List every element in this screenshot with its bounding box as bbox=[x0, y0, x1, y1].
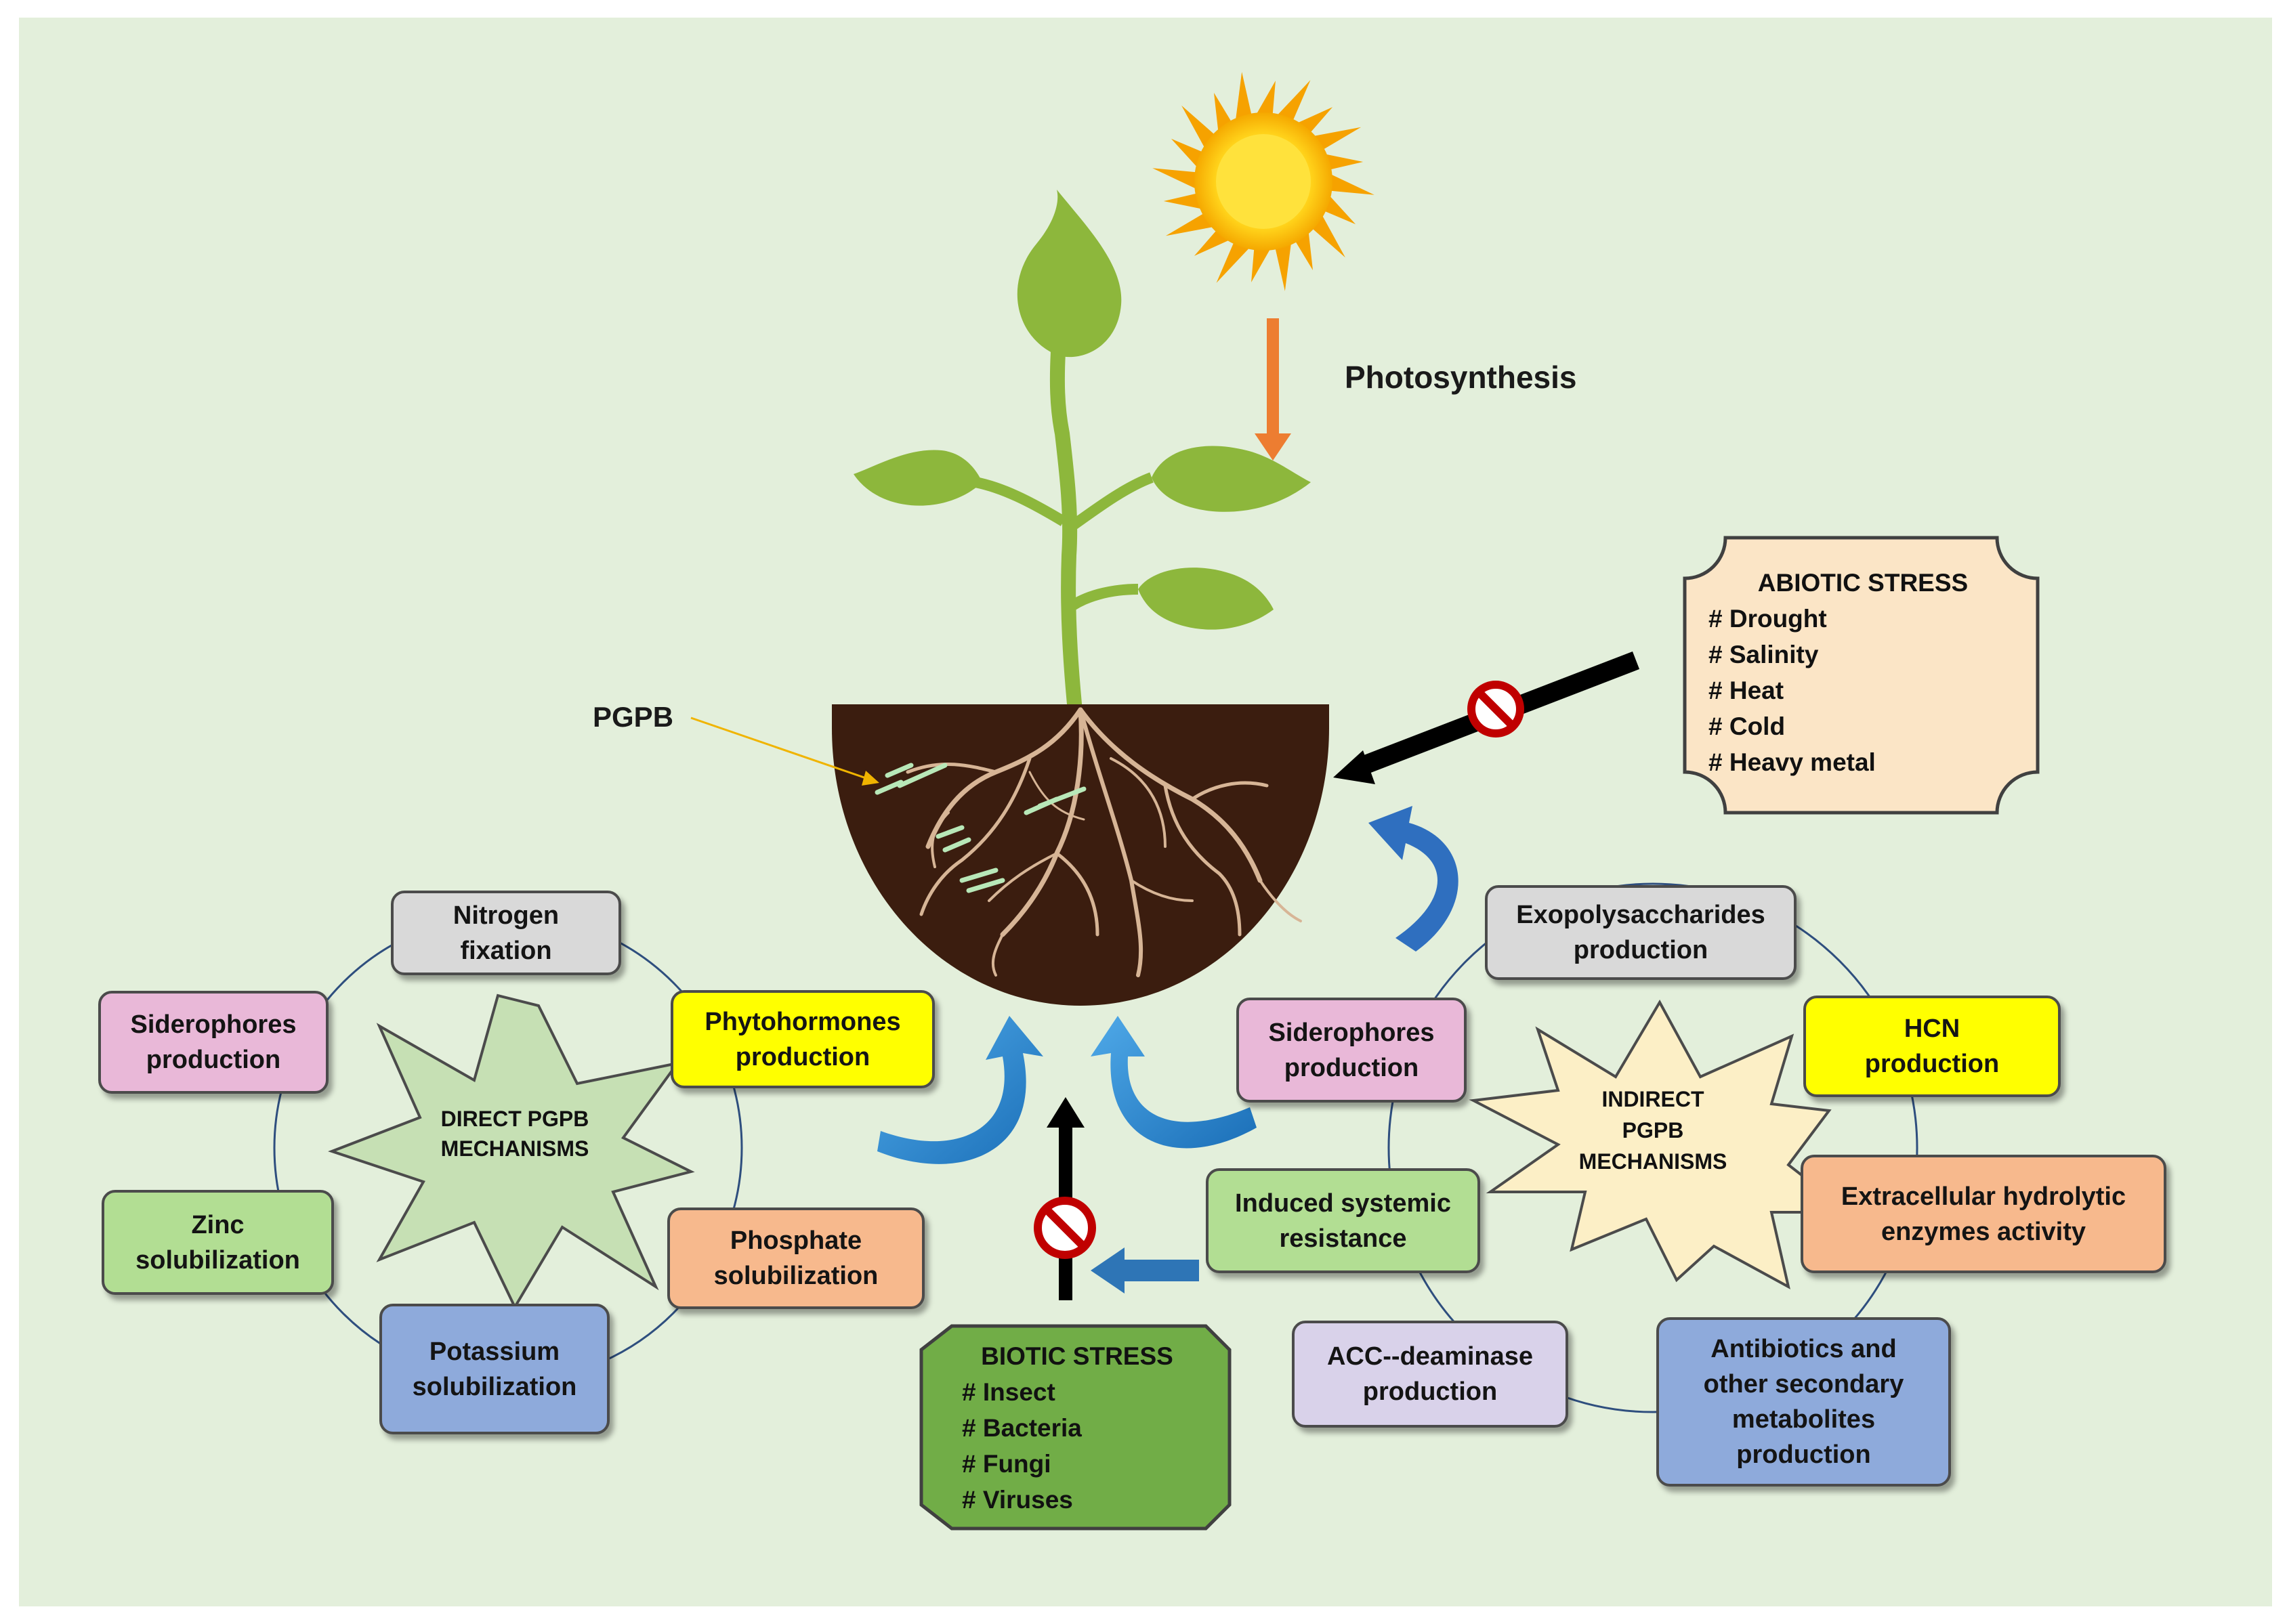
soil-pot bbox=[832, 704, 1329, 1006]
phosphate-solubilization-box: Phosphate solubilization bbox=[667, 1208, 925, 1309]
abiotic-item: # Heat bbox=[1708, 677, 1784, 704]
biotic-stress-title: BIOTIC STRESS bbox=[981, 1342, 1173, 1370]
isr-to-biotic-arrow bbox=[1091, 1247, 1199, 1294]
potassium-solubilization-box: Potassium solubilization bbox=[379, 1304, 610, 1434]
hcn-production-box: HCN production bbox=[1803, 996, 2061, 1097]
siderophores-direct-box: Siderophores production bbox=[98, 991, 329, 1094]
sun-ray bbox=[1165, 211, 1217, 236]
sun-ray bbox=[1309, 127, 1362, 152]
no-symbol-icon bbox=[1467, 681, 1524, 738]
phytohormones-box: Phytohormones production bbox=[671, 990, 935, 1088]
pgpb-label: PGPB bbox=[593, 701, 674, 733]
sun-ray bbox=[1251, 245, 1273, 282]
direct-starburst bbox=[328, 993, 695, 1310]
no-symbol-icon bbox=[1034, 1197, 1096, 1259]
acc-deaminase-box: ACC--deaminase production bbox=[1292, 1321, 1568, 1428]
direct-mechanisms-label: DIRECT PGPB MECHANISMS bbox=[440, 1107, 589, 1161]
sun-ray bbox=[1163, 192, 1206, 210]
hydrolytic-enzymes-box: Extracellular hydrolytic enzymes activit… bbox=[1801, 1155, 2166, 1273]
sun-ray bbox=[1321, 192, 1356, 225]
curved-arrow-left bbox=[877, 1016, 1043, 1164]
abiotic-item: # Salinity bbox=[1708, 641, 1819, 668]
nitrogen-fixation-box: Nitrogen fixation bbox=[391, 891, 621, 975]
biotic-stress-box bbox=[919, 1324, 1232, 1531]
indirect-starburst bbox=[1469, 999, 1853, 1289]
zinc-solubilization-box: Zinc solubilization bbox=[102, 1190, 334, 1295]
abiotic-stress-title: ABIOTIC STRESS bbox=[1757, 569, 1969, 597]
sun-ray bbox=[1327, 172, 1374, 195]
photosynthesis-label: Photosynthesis bbox=[1345, 360, 1577, 395]
sun-ray bbox=[1274, 239, 1292, 291]
sun-ray bbox=[1181, 105, 1217, 152]
biotic-item: # Viruses bbox=[962, 1486, 1073, 1514]
sun-icon bbox=[1152, 72, 1374, 291]
pgpb-pointer-arrow bbox=[690, 717, 879, 786]
plant-icon bbox=[854, 190, 1311, 725]
sun-ray bbox=[1254, 81, 1276, 118]
antibiotics-box: Antibiotics and other secondary metaboli… bbox=[1656, 1317, 1951, 1487]
sun-ray bbox=[1309, 211, 1345, 258]
abiotic-item: # Drought bbox=[1708, 605, 1827, 633]
indirect-mechanisms-label: INDIRECT PGPB MECHANISMS bbox=[1578, 1087, 1727, 1174]
sun-ray bbox=[1152, 168, 1200, 191]
indirect-cycle-ring bbox=[1387, 882, 1918, 1413]
abiotic-item: # Heavy metal bbox=[1708, 748, 1876, 776]
induced-systemic-resistance-box: Induced systemic resistance bbox=[1206, 1168, 1480, 1273]
biotic-stress-list: BIOTIC STRESS # Insect # Bacteria # Fung… bbox=[962, 1338, 1192, 1518]
abiotic-stress-list: ABIOTIC STRESS # Drought # Salinity # He… bbox=[1707, 565, 2019, 780]
pgpb-bacteria-icon bbox=[875, 763, 1087, 893]
abiotic-stress-items: # Drought # Salinity # Heat # Cold # Hea… bbox=[1707, 601, 2019, 780]
biotic-stress-items: # Insect # Bacteria # Fungi # Viruses bbox=[962, 1374, 1192, 1518]
curved-arrow-right bbox=[1091, 1016, 1257, 1149]
abiotic-item: # Cold bbox=[1708, 712, 1786, 740]
biotic-item: # Bacteria bbox=[962, 1414, 1082, 1442]
roots-icon bbox=[906, 707, 1302, 977]
siderophores-indirect-box: Siderophores production bbox=[1236, 998, 1467, 1103]
sun-ray bbox=[1216, 239, 1253, 283]
exopolysaccharides-box: Exopolysaccharides production bbox=[1485, 885, 1797, 980]
sun-ray bbox=[1171, 138, 1206, 171]
sun-ray bbox=[1321, 153, 1364, 171]
biotic-item: # Insect bbox=[962, 1378, 1055, 1406]
sun-ray bbox=[1235, 72, 1253, 124]
abiotic-stress-box bbox=[1683, 536, 2040, 815]
curved-arrow-right-upper bbox=[1368, 806, 1458, 952]
photosynthesis-arrow bbox=[1255, 318, 1291, 461]
sun-ray bbox=[1274, 80, 1311, 124]
biotic-item: # Fungi bbox=[962, 1450, 1051, 1478]
